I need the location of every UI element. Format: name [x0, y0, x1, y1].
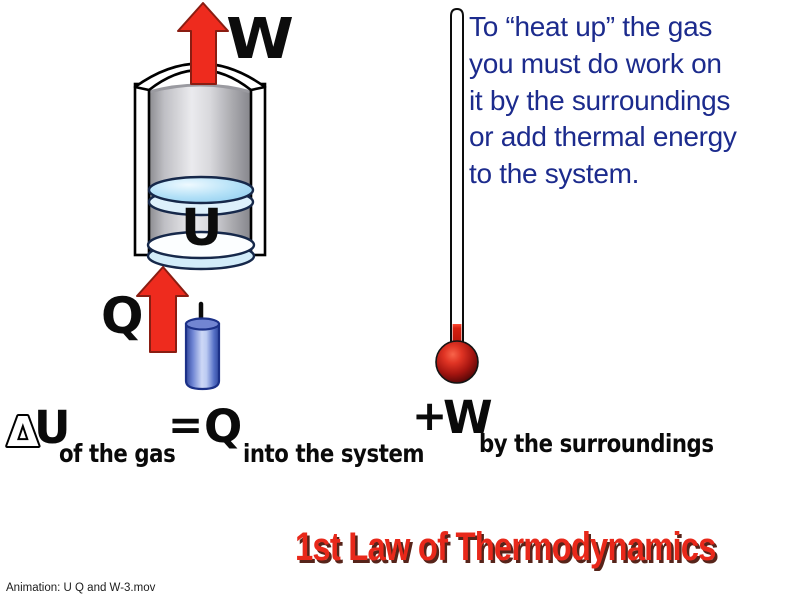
thermometer — [435, 7, 479, 384]
gas-top-edge — [148, 83, 252, 94]
thermometer-tube — [450, 7, 464, 348]
piston — [147, 175, 255, 217]
animation-caption: Animation: U Q and W-3.mov — [6, 582, 156, 594]
equation-heat-subscript: into the system — [243, 439, 425, 468]
container-right-wall — [249, 82, 267, 257]
plus-sign: + — [412, 391, 448, 440]
equation-work-symbol: W — [443, 391, 493, 444]
note-line: you must do work on — [469, 47, 722, 79]
delta-symbol: Δ — [5, 413, 41, 451]
internal-energy-label: U — [181, 199, 223, 258]
container-rim — [133, 62, 267, 92]
bottom-plate — [146, 230, 256, 271]
note-text: To “heat up” the gas you must do work on… — [469, 9, 789, 193]
candle-body — [184, 322, 221, 391]
note-line: or add thermal energy — [469, 121, 737, 153]
note-line: to the system. — [469, 158, 640, 190]
container-left-wall — [133, 82, 151, 257]
candle-top — [184, 317, 221, 331]
thermometer-fluid-column — [452, 324, 462, 352]
delta-glyph: Δ — [7, 413, 39, 451]
note-line: it by the surroundings — [469, 84, 731, 116]
work-up-arrow-icon — [177, 2, 229, 85]
work-label: W — [226, 7, 294, 72]
note-line: To “heat up” the gas — [469, 11, 713, 42]
equation-internal-energy-symbol: U — [34, 401, 71, 454]
equals-sign: = — [168, 400, 204, 449]
heat-label: Q — [101, 287, 144, 345]
piston-top — [147, 175, 255, 205]
equation-heat-symbol: Q — [204, 400, 243, 453]
slide-title: 1st Law of Thermodynamics — [295, 525, 716, 569]
equation-lhs-subscript: of the gas — [59, 439, 176, 468]
bottom-plate-top — [146, 230, 256, 260]
candle — [184, 301, 221, 391]
equation-work-subscript: by the surroundings — [479, 429, 714, 458]
thermometer-bulb — [435, 340, 479, 384]
heat-up-arrow-icon — [136, 266, 189, 353]
